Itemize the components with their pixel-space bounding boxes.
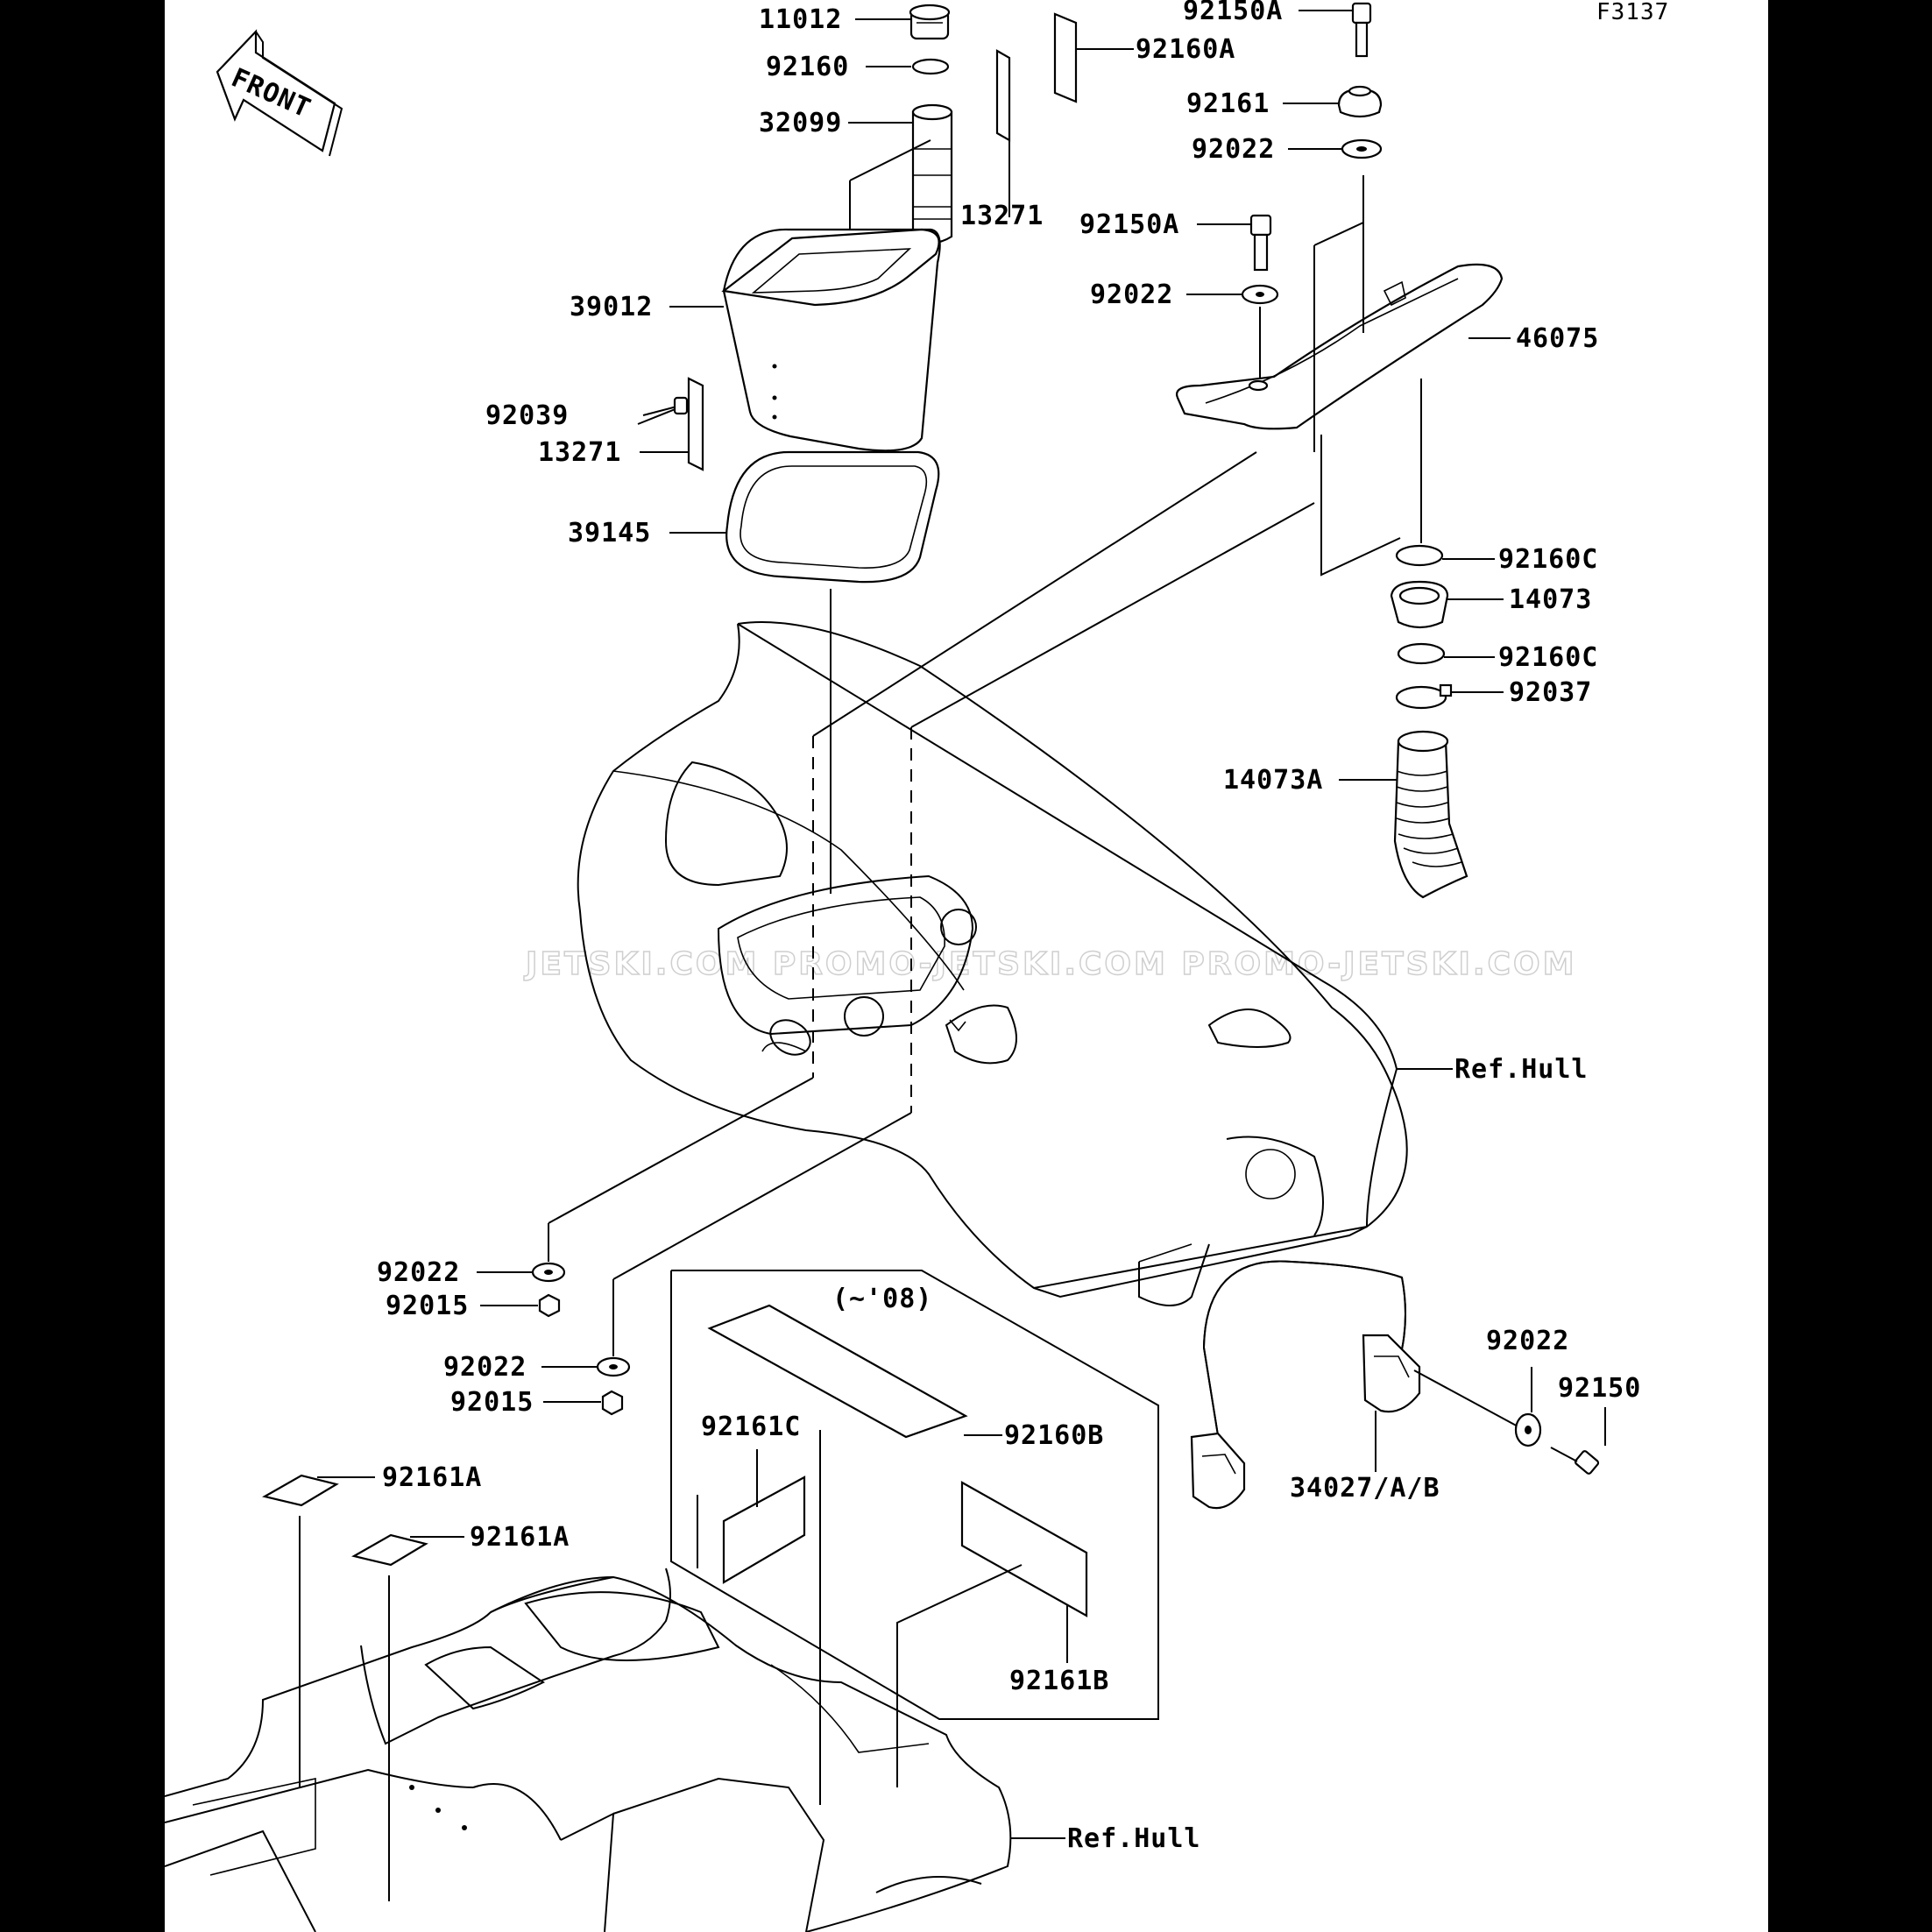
label-92160b: 92160B [1004,1420,1104,1451]
label-92037: 92037 [1509,677,1592,708]
label-92015-b: 92015 [450,1387,534,1418]
grommet-92161-part [1337,85,1383,118]
grip-46075-part [1175,263,1504,430]
lower-hull-ref-part [165,1568,1012,1932]
pad-92160a-part [1053,12,1078,103]
nut-92015-a-part [538,1293,561,1318]
decal-variant-box [670,1270,1159,1720]
rivet-92039-part [637,396,689,425]
decal-92160b-part [707,1304,968,1439]
label-39145: 39145 [568,518,651,548]
label-92150a-mid: 92150A [1079,209,1179,240]
bolt-92150-part [1550,1447,1600,1475]
clamp-92037-part [1395,683,1453,710]
label-92150a-top: 92150A [1183,0,1283,26]
label-92160: 92160 [766,52,849,82]
label-ref-hull-lower: Ref.Hull [1067,1823,1201,1854]
label-92022-b: 92022 [1090,280,1173,310]
label-92161c: 92161C [701,1412,801,1442]
label-46075: 46075 [1516,323,1599,354]
label-13271-lower: 13271 [538,437,621,468]
label-92022-e: 92022 [1486,1326,1569,1356]
boarding-step-34027-part [1190,1260,1421,1510]
cap-11012-part [909,4,951,40]
diagram-code: F3137 [1596,0,1669,25]
strip-13271-lower-part [687,377,704,471]
decal-92161a-a-part [262,1474,339,1507]
label-11012: 11012 [759,4,842,35]
deck-ref-hull-part [577,621,1408,1306]
decal-92161b-part [960,1481,1088,1617]
bolt-92150a-top-part [1351,2,1372,58]
label-92161b: 92161B [1009,1666,1109,1696]
storage-bin-39012-part [721,228,941,452]
label-92150: 92150 [1558,1373,1641,1404]
front-arrow-icon: FRONT [216,29,343,157]
label-92015-a: 92015 [386,1291,469,1321]
label-92160a: 92160A [1136,34,1235,65]
variant-note: (~'08) [832,1284,932,1314]
decal-92161c-part [722,1476,806,1584]
label-39012: 39012 [570,292,653,322]
label-92022-d: 92022 [443,1352,527,1383]
label-92022-c: 92022 [377,1257,460,1288]
bellows-hose-14073a-part [1393,730,1468,899]
parts-diagram-sheet: F3137 FRONT JETSKI.COM PROMO-JETSKI.COM … [165,0,1768,1932]
seal-92160-part [911,58,950,75]
watermark-text: JETSKI.COM PROMO-JETSKI.COM PROMO-JETSKI… [523,946,1576,982]
nut-92015-b-part [601,1390,624,1416]
exploded-parts-diagram: F3137 FRONT JETSKI.COM PROMO-JETSKI.COM … [165,0,1669,1932]
label-92160c-b: 92160C [1498,642,1598,673]
label-92160c-a: 92160C [1498,544,1598,575]
label-92022-a: 92022 [1192,134,1275,165]
ring-92160c-b-part [1397,642,1446,665]
label-14073: 14073 [1509,584,1592,615]
label-92161: 92161 [1186,88,1270,119]
label-92161a-b: 92161A [470,1522,570,1553]
label-ref-hull-upper: Ref.Hull [1454,1054,1589,1085]
label-92039: 92039 [485,400,569,431]
label-13271-upper: 13271 [960,201,1044,231]
ring-92160c-a-part [1395,544,1444,567]
label-32099: 32099 [759,108,842,138]
flange-14073-part [1390,580,1449,629]
bolt-92150a-mid-part [1249,214,1272,272]
strip-13271-upper-part [995,49,1011,142]
gasket-39145-part [725,450,940,584]
filler-tube-32099-part [911,103,953,244]
label-92161a-a: 92161A [382,1462,482,1493]
label-14073a: 14073A [1223,765,1323,796]
decal-92161a-b-part [351,1533,428,1567]
label-34027: 34027/A/B [1290,1473,1440,1504]
